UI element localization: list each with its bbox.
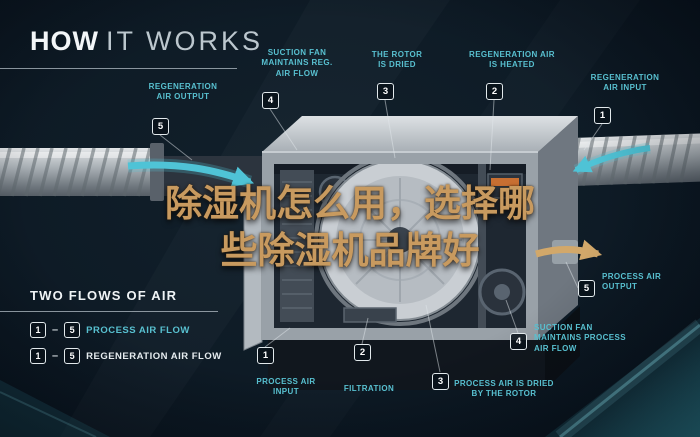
wet-air-out-arrow (535, 239, 603, 261)
left-duct (0, 143, 264, 201)
callout-label-suction-fan-process: SUCTION FAN MAINTAINS PROCESS AIR FLOW (534, 323, 626, 353)
legend-heading: TWO FLOWS OF AIR (30, 288, 178, 303)
legend-badge-regen-to: 5 (64, 348, 81, 364)
callout-label-regeneration-air-heated: REGENERATION AIR IS HEATED (469, 50, 555, 70)
filter (343, 307, 397, 323)
machine-body (243, 116, 580, 390)
teal-glow-bottom-right (545, 318, 700, 437)
callout-label-process-air-output: PROCESS AIR OUTPUT (602, 272, 662, 292)
callout-label-suction-fan-reg: SUCTION FAN MAINTAINS REG. AIR FLOW (261, 48, 333, 78)
teal-glow-bottom-left (0, 380, 110, 437)
badge-process-air-output: 5 (578, 280, 595, 297)
legend-badge-process-from: 1 (30, 322, 46, 338)
callout-label-regeneration-air-input: REGENERATION AIR INPUT (590, 73, 660, 93)
title-bold: HOW (30, 26, 99, 56)
legend-row-regeneration: 1 – 5 REGENERATION AIR FLOW (30, 347, 222, 365)
callout-label-process-air-dried: PROCESS AIR IS DRIED BY THE ROTOR (454, 379, 554, 399)
badge-process-air-input: 1 (257, 347, 274, 364)
badge-suction-fan-reg: 4 (262, 92, 279, 109)
legend-divider (0, 311, 218, 312)
callout-label-rotor-is-dried: THE ROTOR IS DRIED (371, 50, 423, 70)
legend-row-process: 1 – 5 PROCESS AIR FLOW (30, 321, 190, 339)
callout-lines (159, 99, 603, 373)
badge-regeneration-air-heated: 2 (486, 83, 503, 100)
legend-badge-process-to: 5 (64, 322, 81, 338)
regeneration-inflow-arrow (572, 145, 651, 173)
heater (487, 173, 523, 199)
process-inflow-arrow (127, 161, 254, 187)
callout-label-filtration: FILTRATION (343, 384, 395, 393)
badge-suction-fan-process: 4 (510, 333, 527, 350)
title-divider (0, 68, 237, 69)
callout-label-process-air-input: PROCESS AIR INPUT (256, 377, 316, 397)
legend-badge-regen-from: 1 (30, 348, 46, 364)
badge-filtration: 2 (354, 344, 371, 361)
legend-label-process-air-flow: PROCESS AIR FLOW (86, 324, 190, 336)
rotor (314, 164, 486, 326)
title-light: IT WORKS (105, 26, 263, 56)
callout-label-regeneration-air-output: REGENERATION AIR OUTPUT (148, 82, 218, 102)
badge-regeneration-air-output: 5 (152, 118, 169, 135)
badge-rotor-is-dried: 3 (377, 83, 394, 100)
process-fan (478, 268, 526, 316)
legend-label-regeneration-air-flow: REGENERATION AIR FLOW (86, 350, 222, 362)
legend-dash: – (52, 324, 59, 336)
badge-process-air-dried: 3 (432, 373, 449, 390)
badge-regeneration-air-input: 1 (594, 107, 611, 124)
legend-dash: – (52, 350, 59, 362)
airflow-arrows (127, 142, 651, 261)
